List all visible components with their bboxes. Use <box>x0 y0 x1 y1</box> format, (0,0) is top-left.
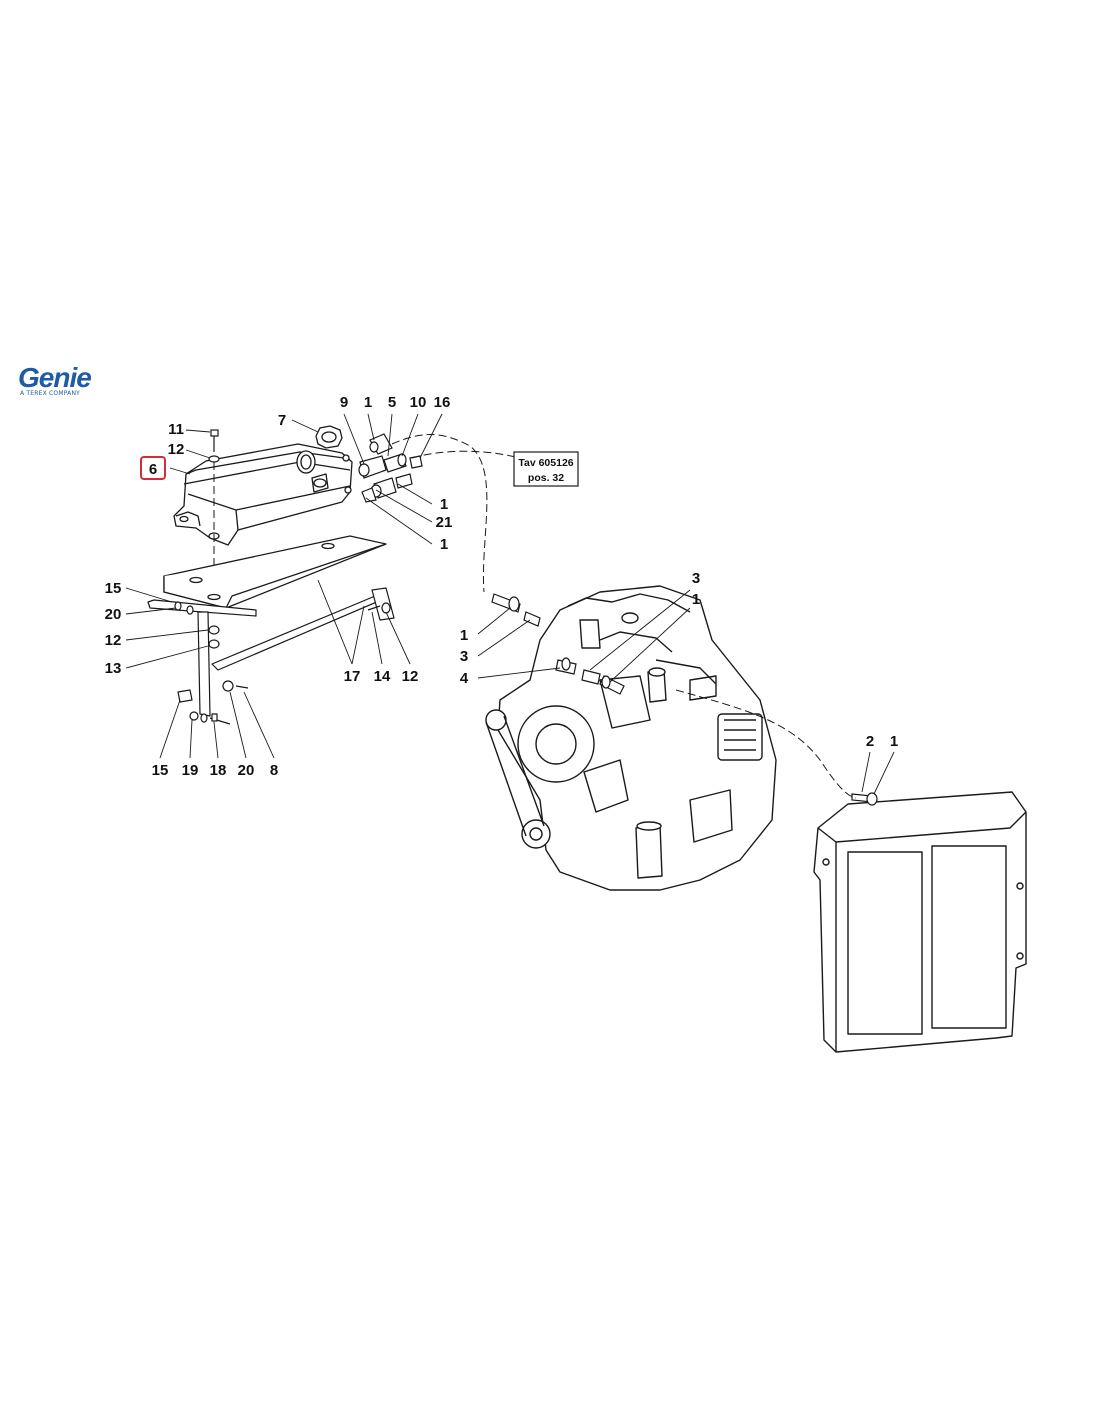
callout-label: 12 <box>402 668 419 685</box>
reference-line-1: Tav 605126 <box>518 457 573 469</box>
callout-label: 7 <box>278 412 286 429</box>
reference-box: Tav 605126 pos. 32 <box>513 451 579 487</box>
logo-wordmark: Genie <box>18 362 92 393</box>
callout-label: 1 <box>460 627 468 644</box>
callout-label: 2 <box>866 733 874 750</box>
callout-label: 17 <box>344 668 361 685</box>
callout-label: 15 <box>105 580 122 597</box>
callout-label: 1 <box>440 536 448 553</box>
callout-label: 1 <box>692 591 700 608</box>
callout-label: 4 <box>460 670 469 687</box>
callout-label: 8 <box>270 762 278 779</box>
callout-label: 21 <box>436 514 453 531</box>
callout-label: 3 <box>692 570 700 587</box>
radiator <box>813 791 1027 1053</box>
callout-label: 19 <box>182 762 199 779</box>
callout-label: 18 <box>210 762 227 779</box>
mounting-brackets <box>147 587 395 725</box>
callout-label: 10 <box>410 394 427 411</box>
reference-line-2: pos. 32 <box>528 472 564 484</box>
highlight-box <box>140 456 166 480</box>
engine-block <box>485 585 777 891</box>
radiator-fitting <box>851 792 878 806</box>
callout-label: 11 <box>168 421 184 438</box>
bolt-and-washer <box>208 429 220 463</box>
callout-label: 1 <box>890 733 898 750</box>
engine-hose-fittings <box>491 593 625 695</box>
callout-label: 9 <box>340 394 348 411</box>
logo-tagline: A TEREX COMPANY <box>20 390 81 397</box>
leader-lines <box>125 413 895 795</box>
callout-label: 20 <box>105 606 122 623</box>
callout-label: 15 <box>152 762 169 779</box>
filler-cap <box>315 425 343 449</box>
callout-label: 20 <box>238 762 255 779</box>
hose-routing-lines <box>391 434 857 799</box>
callout-label: 3 <box>460 648 468 665</box>
expansion-tank <box>173 443 353 546</box>
callout-label: 14 <box>374 668 391 685</box>
callout-labels: 11 12 6 7 9 1 5 10 16 1 21 1 15 20 12 13… <box>105 394 899 779</box>
callout-label: 12 <box>105 632 122 649</box>
support-tray <box>163 535 387 609</box>
callout-label: 12 <box>168 441 185 458</box>
callout-label: 16 <box>434 394 451 411</box>
callout-label: 5 <box>388 394 396 411</box>
callout-label: 1 <box>364 394 372 411</box>
callout-label: 1 <box>440 496 448 513</box>
hose-fittings <box>358 433 423 503</box>
genie-logo: Genie A TEREX COMPANY <box>18 362 118 398</box>
callout-label: 6 <box>149 461 157 478</box>
callout-label: 13 <box>105 660 122 677</box>
